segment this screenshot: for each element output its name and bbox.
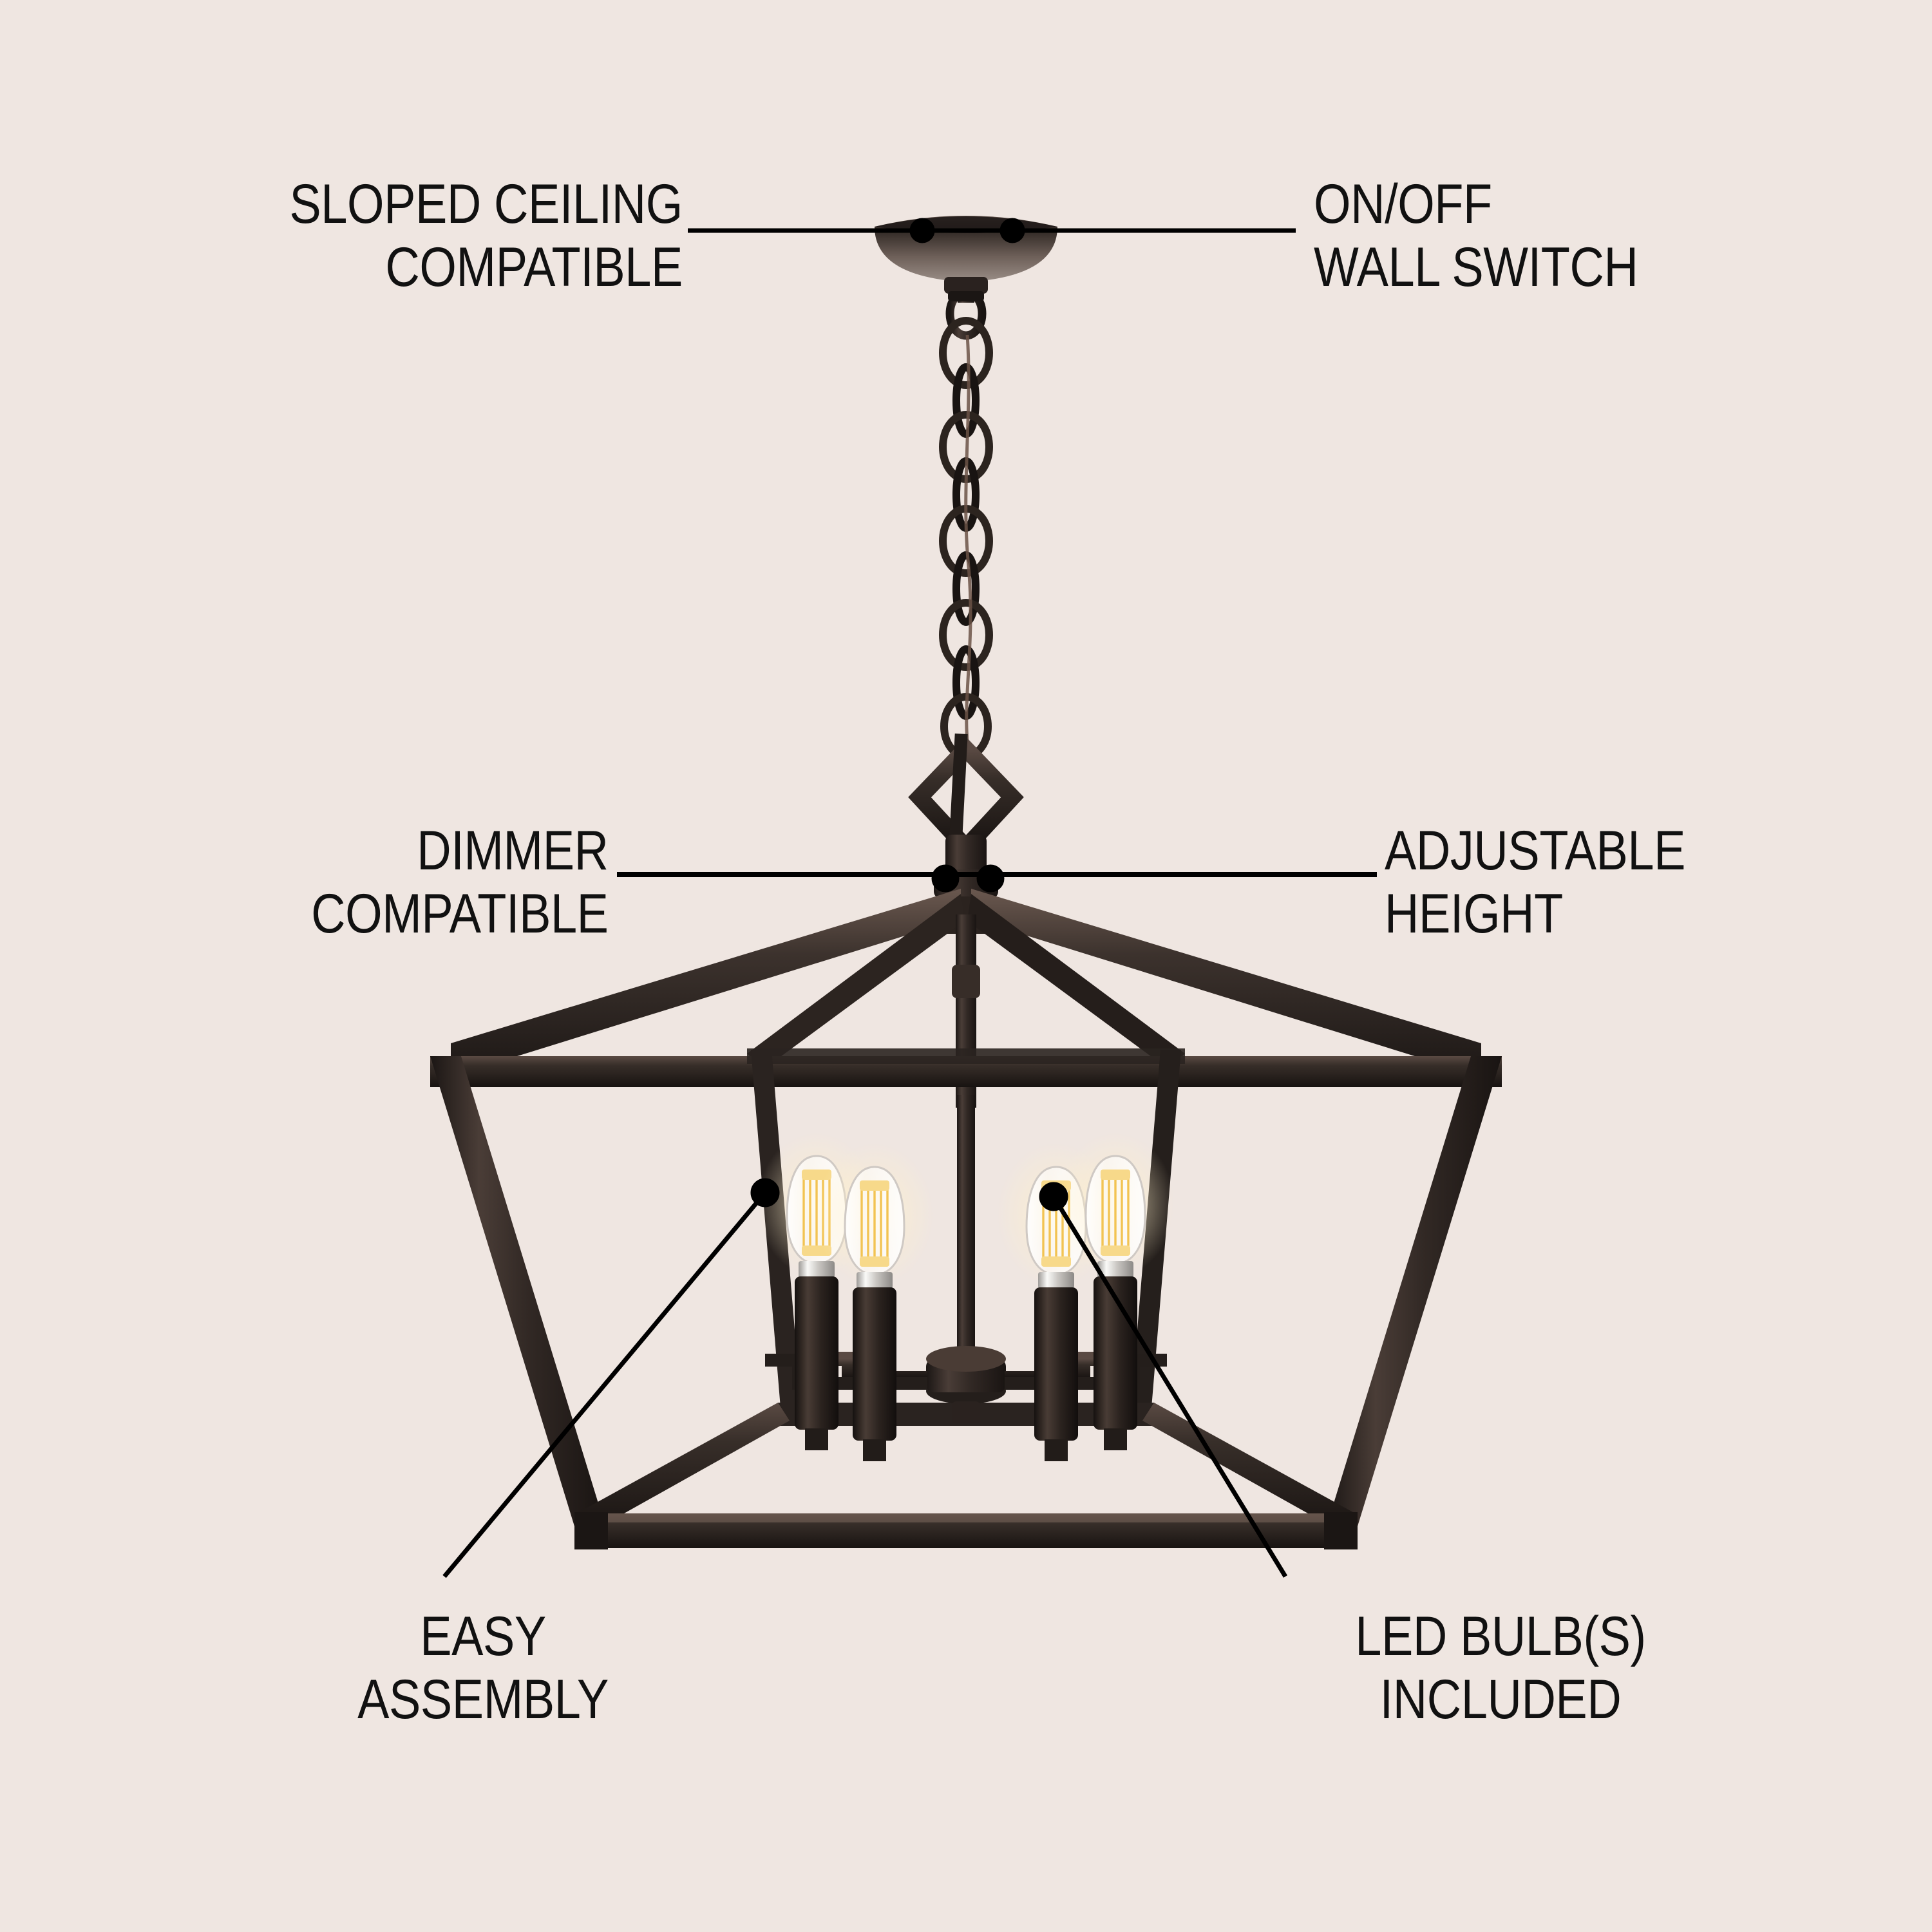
- callout-easy-assembly: EASY ASSEMBLY: [357, 1605, 609, 1731]
- callout-adjustable-height: ADJUSTABLE HEIGHT: [1385, 820, 1685, 945]
- leader-lines: [442, 218, 1377, 1578]
- leader-line-led-bulbs: [1052, 1195, 1287, 1578]
- callout-sloped-ceiling: SLOPED CEILING COMPATIBLE: [289, 173, 683, 299]
- bulb-cluster: [757, 1132, 1175, 1461]
- callout-led-bulbs-included: LED BULB(S) INCLUDED: [1355, 1605, 1646, 1731]
- diamond-loop-connector: [908, 733, 1024, 875]
- leader-line-easy-assembly: [442, 1191, 767, 1578]
- hanging-chain: [939, 264, 993, 760]
- bulb-2: [815, 1142, 934, 1461]
- leader-dot-dimmer: [931, 864, 960, 893]
- leader-dot-sloped-ceiling: [909, 218, 935, 243]
- lantern-cage-frame: [430, 869, 1502, 1549]
- leader-dot-easy-assembly: [750, 1178, 780, 1208]
- leader-dot-on-off: [999, 218, 1025, 243]
- callout-on-off-wall-switch: ON/OFF WALL SWITCH: [1314, 173, 1638, 299]
- leader-dot-led-bulbs: [1039, 1182, 1068, 1211]
- bulb-4: [1056, 1132, 1175, 1450]
- callout-dimmer-compatible: DIMMER COMPATIBLE: [311, 820, 609, 945]
- leader-dot-adjustable: [976, 864, 1005, 893]
